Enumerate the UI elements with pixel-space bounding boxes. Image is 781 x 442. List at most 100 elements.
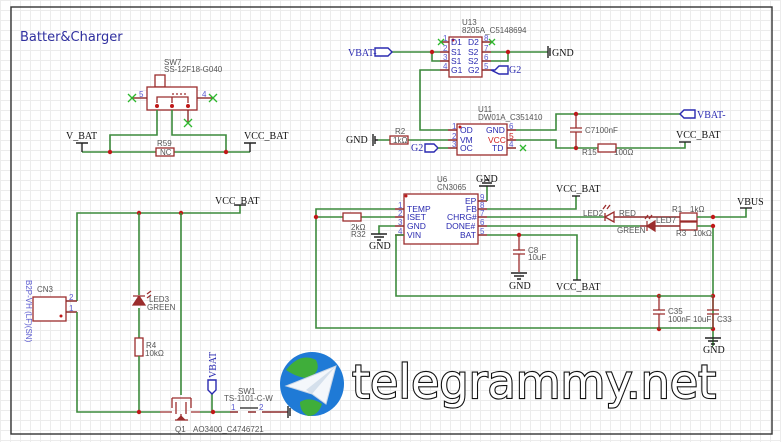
- gnd-symbol: [479, 179, 495, 187]
- led3-value: GREEN: [147, 303, 176, 312]
- net-label-gnd: GND: [476, 174, 498, 185]
- svg-text:VIN: VIN: [407, 230, 421, 240]
- sw1-designator: SW1: [238, 387, 256, 396]
- c35-designator: C35: [668, 307, 683, 316]
- gnd-symbol: [372, 134, 378, 146]
- r59-value: NC: [160, 148, 172, 157]
- net-label-vcc-bat: VCC_BAT: [244, 131, 288, 142]
- u13-part: 8205A_C5148694: [462, 26, 527, 35]
- gnd-symbol: [511, 272, 527, 280]
- led3-designator: LED3: [149, 295, 170, 304]
- r4-resistor[interactable]: [134, 337, 144, 357]
- svg-text:EP: EP: [465, 196, 477, 206]
- sw1-pin-2: 2: [259, 403, 264, 412]
- svg-text:3: 3: [398, 218, 403, 227]
- svg-text:1: 1: [452, 122, 457, 131]
- r15-resistor[interactable]: [597, 143, 617, 153]
- u13-mosfet-ic[interactable]: [440, 36, 491, 78]
- svg-text:VM: VM: [460, 135, 473, 145]
- svg-text:2: 2: [443, 44, 448, 53]
- no-connect-icon: [519, 144, 527, 152]
- led3-green-led[interactable]: [131, 290, 152, 306]
- gnd-symbol: [371, 233, 387, 241]
- cn3-pin-1: 1: [69, 304, 74, 313]
- svg-text:VCC: VCC: [488, 135, 506, 145]
- svg-text:2: 2: [452, 132, 457, 141]
- u6-charger-ic[interactable]: [395, 193, 487, 245]
- sw7-pin-5: 5: [139, 90, 144, 99]
- vbat-minus-port[interactable]: [374, 47, 393, 57]
- svg-text:4: 4: [443, 62, 448, 71]
- u11-protection-ic[interactable]: [448, 123, 516, 156]
- sw1-pin-1: 1: [231, 403, 236, 412]
- svg-text:1: 1: [443, 34, 448, 43]
- sw1-part: TS-1101-C-W: [224, 394, 273, 403]
- q1-mosfet[interactable]: [160, 397, 200, 421]
- gnd-symbol: [705, 337, 721, 345]
- led2-red-led[interactable]: [602, 204, 615, 224]
- svg-text:ISET: ISET: [407, 212, 426, 222]
- svg-text:G2: G2: [468, 65, 480, 75]
- r1-value: 1kΩ: [690, 205, 704, 214]
- v-bat-net-port: [76, 142, 88, 152]
- svg-text:TD: TD: [492, 143, 503, 153]
- led2-designator: LED2: [583, 209, 604, 218]
- c8-capacitor[interactable]: [513, 235, 525, 272]
- c33-capacitor[interactable]: [707, 296, 719, 329]
- svg-text:G1: G1: [451, 65, 463, 75]
- r15-value: 100Ω: [614, 148, 633, 157]
- q1-designator: Q1: [175, 425, 186, 434]
- u13-pin-labels: D1 S1 S1 G1 D2 S2 S2 G2 1 2 3 4 8 7 6 5: [443, 34, 489, 75]
- r15-designator: R15: [582, 148, 597, 157]
- u11-part: DW01A_C351410: [478, 113, 543, 122]
- c7-capacitor[interactable]: [570, 114, 582, 148]
- c8-value: 10uF: [528, 253, 546, 262]
- gnd-symbol: [547, 46, 551, 58]
- gnd-symbol: [287, 406, 291, 418]
- svg-text:4: 4: [509, 140, 514, 149]
- led7-designator: LED7: [656, 216, 677, 225]
- telegram-globe-icon: [280, 352, 344, 416]
- svg-text:S1: S1: [451, 47, 462, 57]
- r4-value: 10kΩ: [145, 349, 164, 358]
- r1-designator: R1: [672, 205, 683, 214]
- g2-port[interactable]: [490, 65, 509, 75]
- r59-resistor[interactable]: [155, 147, 175, 157]
- u11-pin-labels: OD VM OC GND VCC TD 1 2 3 6 5 4: [452, 122, 514, 153]
- svg-text:D1: D1: [451, 37, 462, 47]
- r3-value: 10kΩ: [693, 229, 712, 238]
- g2-port[interactable]: [424, 143, 439, 153]
- net-label-gnd: GND: [369, 241, 391, 252]
- net-label-vbat: VBAT: [208, 352, 219, 378]
- sw7-pin-4: 4: [202, 90, 207, 99]
- sw7-designator: SW7: [164, 58, 182, 67]
- svg-text:GND: GND: [486, 125, 505, 135]
- vbat-port[interactable]: [207, 379, 217, 395]
- c35-capacitor[interactable]: [653, 296, 665, 329]
- svg-text:5: 5: [509, 131, 514, 141]
- svg-text:2: 2: [398, 209, 403, 218]
- sheet-frame: [10, 6, 773, 435]
- svg-text:S1: S1: [451, 56, 462, 66]
- svg-text:3: 3: [443, 53, 448, 62]
- cn3-connector[interactable]: [32, 296, 77, 322]
- svg-text:6: 6: [480, 218, 485, 227]
- svg-text:4: 4: [398, 227, 403, 236]
- r1-resistor[interactable]: [679, 212, 698, 222]
- svg-text:8: 8: [484, 34, 489, 43]
- sw1-tact-switch[interactable]: [230, 407, 288, 413]
- vbat-minus-port[interactable]: [679, 109, 696, 119]
- r32-resistor[interactable]: [342, 212, 362, 222]
- sw7-switch[interactable]: [132, 74, 213, 122]
- r2-value: 1kΩ: [393, 136, 407, 145]
- r59-designator: R59: [157, 139, 172, 148]
- svg-text:D2: D2: [468, 37, 479, 47]
- net-label-gnd: GND: [703, 345, 725, 356]
- u13-designator: U13: [462, 18, 477, 27]
- c35-value: 100nF: [668, 315, 691, 324]
- r2-resistor[interactable]: [389, 135, 409, 145]
- svg-text:9: 9: [480, 193, 485, 202]
- led2-value: RED: [619, 209, 636, 218]
